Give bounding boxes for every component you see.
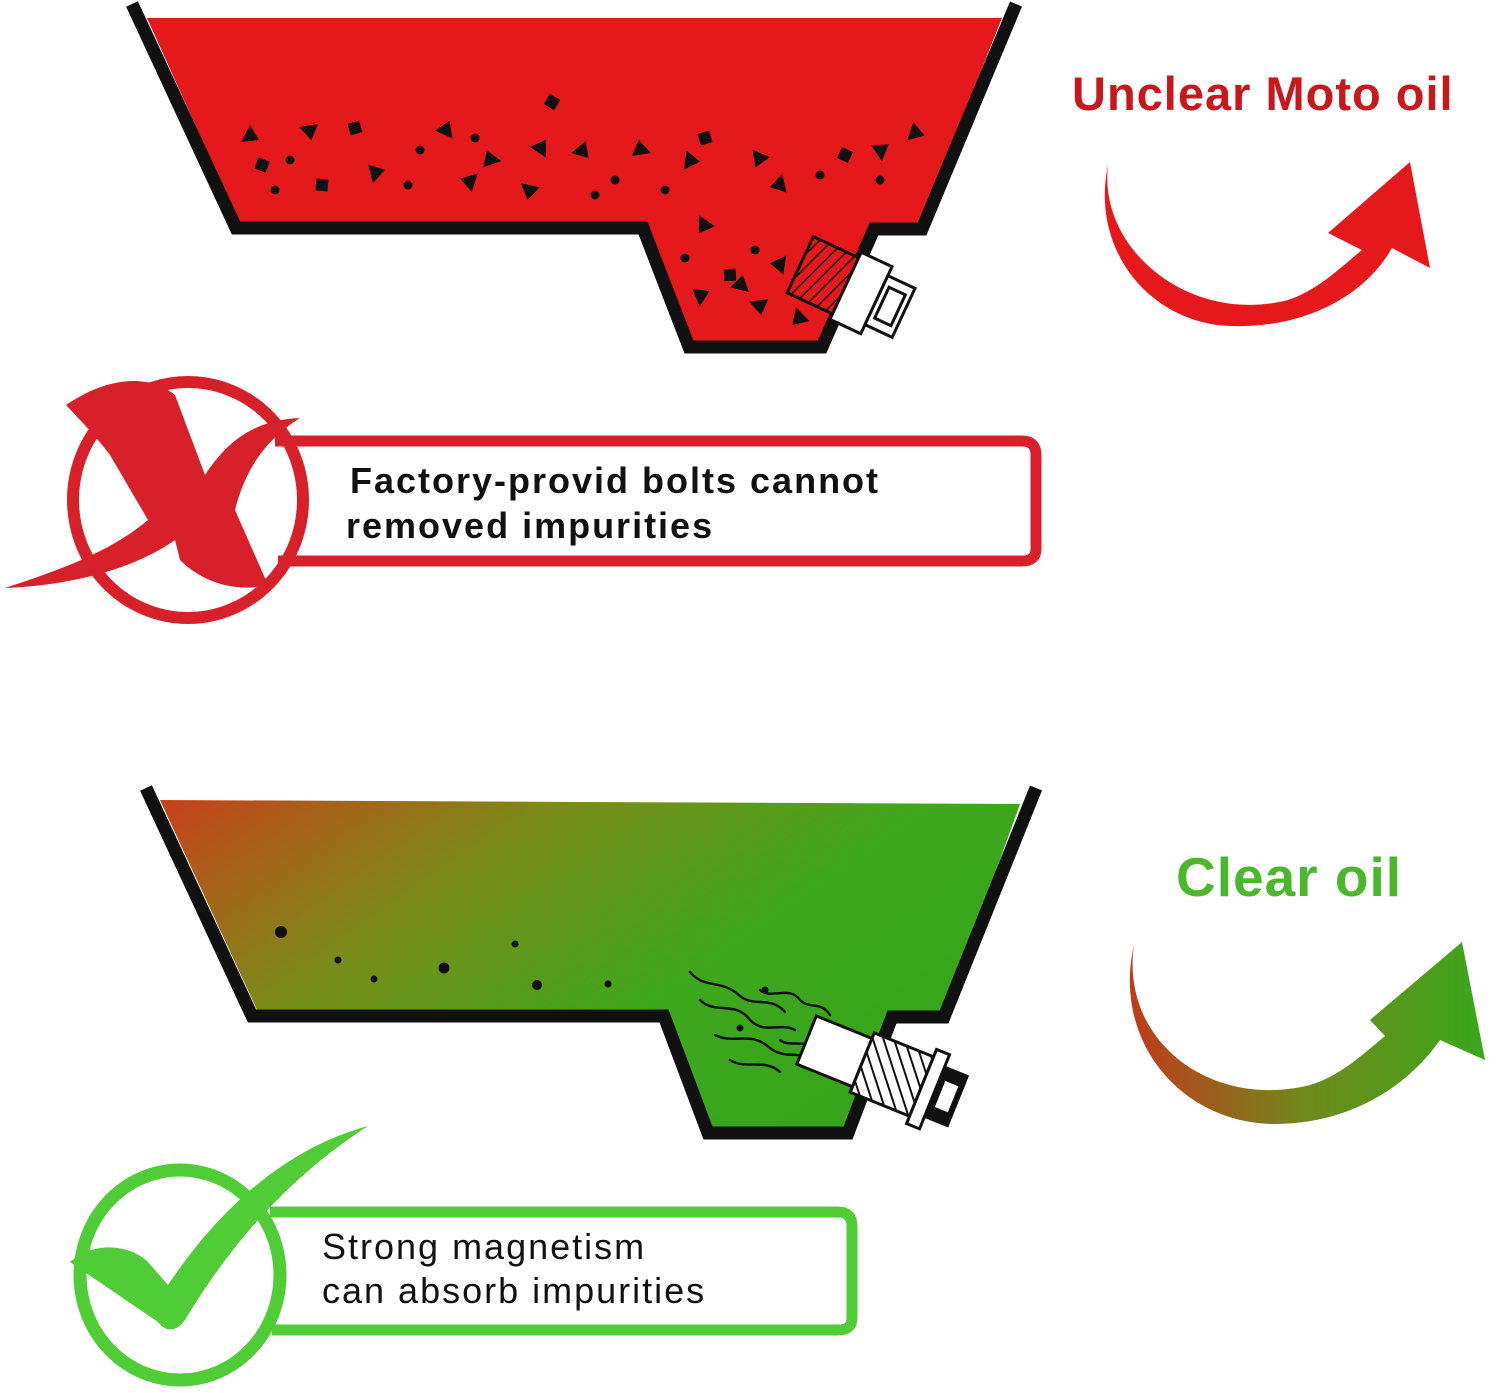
impurity-particle — [837, 147, 853, 163]
impurity-particle — [368, 164, 386, 184]
impurity-particle — [792, 307, 810, 326]
check-callout-line-1: Strong magnetism — [322, 1226, 646, 1267]
impurity-particle — [298, 123, 318, 141]
impurity-particle — [610, 175, 620, 185]
impurity-particle — [752, 149, 770, 168]
impurity-particle — [660, 185, 670, 195]
x-mark-icon — [5, 376, 309, 624]
impurity-particle — [285, 155, 295, 165]
impurity-particle — [815, 170, 825, 180]
impurity-particle — [270, 185, 280, 195]
impurity-particle — [347, 120, 363, 136]
impurity-particle — [415, 145, 425, 155]
x-callout-line-2: removed impurities — [346, 505, 714, 546]
impurity-particle — [723, 268, 737, 282]
impurity-particle — [730, 275, 749, 293]
impurity-particle — [680, 253, 690, 263]
impurity-particle — [769, 255, 787, 275]
impurity-particle — [750, 245, 760, 255]
residual-particle — [532, 980, 542, 990]
impurity-particle — [543, 93, 561, 111]
check-callout-line-2: can absorb impurities — [322, 1270, 706, 1311]
x-callout-box — [275, 435, 1042, 567]
residual-particle — [275, 926, 287, 938]
residual-particle — [511, 940, 519, 948]
attracted-metal-shavings — [688, 970, 832, 1074]
impurity-particle — [749, 299, 769, 316]
impurity-particle — [683, 150, 701, 170]
dirty-oil-pan — [126, 1, 1022, 354]
impurity-particle — [571, 140, 589, 159]
impurity-particle — [435, 120, 453, 139]
magnetic-bolt-icon — [794, 1014, 970, 1131]
residual-particle — [370, 975, 378, 983]
check-callout-box — [270, 1206, 858, 1336]
impurity-particles — [241, 93, 925, 326]
clear-oil-heading: Clear oil — [1176, 846, 1402, 908]
clean-pan-outline — [140, 785, 1043, 1140]
impurity-particle — [403, 180, 413, 190]
impurity-particle — [871, 144, 889, 162]
impurity-particle — [460, 173, 478, 192]
impurity-particle — [692, 288, 710, 307]
impurity-particle — [697, 130, 713, 146]
impurity-particle — [483, 150, 502, 168]
residual-particle — [438, 962, 450, 974]
impurity-particle — [875, 175, 885, 185]
dirty-oil-fill — [147, 18, 1002, 342]
drain-bolt-icon — [785, 234, 917, 340]
impurity-particle — [698, 215, 715, 234]
residual-particle — [334, 956, 342, 964]
impurity-particle — [520, 183, 540, 200]
impurity-particle — [907, 122, 925, 141]
residual-particle — [736, 1024, 744, 1032]
curved-arrow-icon — [1129, 942, 1485, 1125]
residual-particle — [604, 980, 612, 988]
impurity-particle — [590, 190, 600, 200]
clean-oil-pan — [140, 785, 1043, 1140]
unclear-oil-heading: Unclear Moto oil — [1072, 67, 1454, 120]
impurity-particle — [769, 173, 787, 193]
curved-arrow-icon — [1104, 162, 1430, 327]
residual-particles — [275, 926, 769, 1032]
impurity-particle — [530, 139, 547, 158]
impurity-particle — [254, 157, 270, 173]
impurity-particle — [315, 178, 329, 192]
impurity-particle — [631, 139, 651, 156]
impurity-particle — [241, 125, 259, 142]
impurity-particle — [470, 133, 480, 143]
dirty-pan-outline — [126, 1, 1022, 354]
x-callout-line-1: Factory-provid bolts cannot — [350, 460, 880, 501]
check-mark-icon — [70, 1126, 368, 1387]
